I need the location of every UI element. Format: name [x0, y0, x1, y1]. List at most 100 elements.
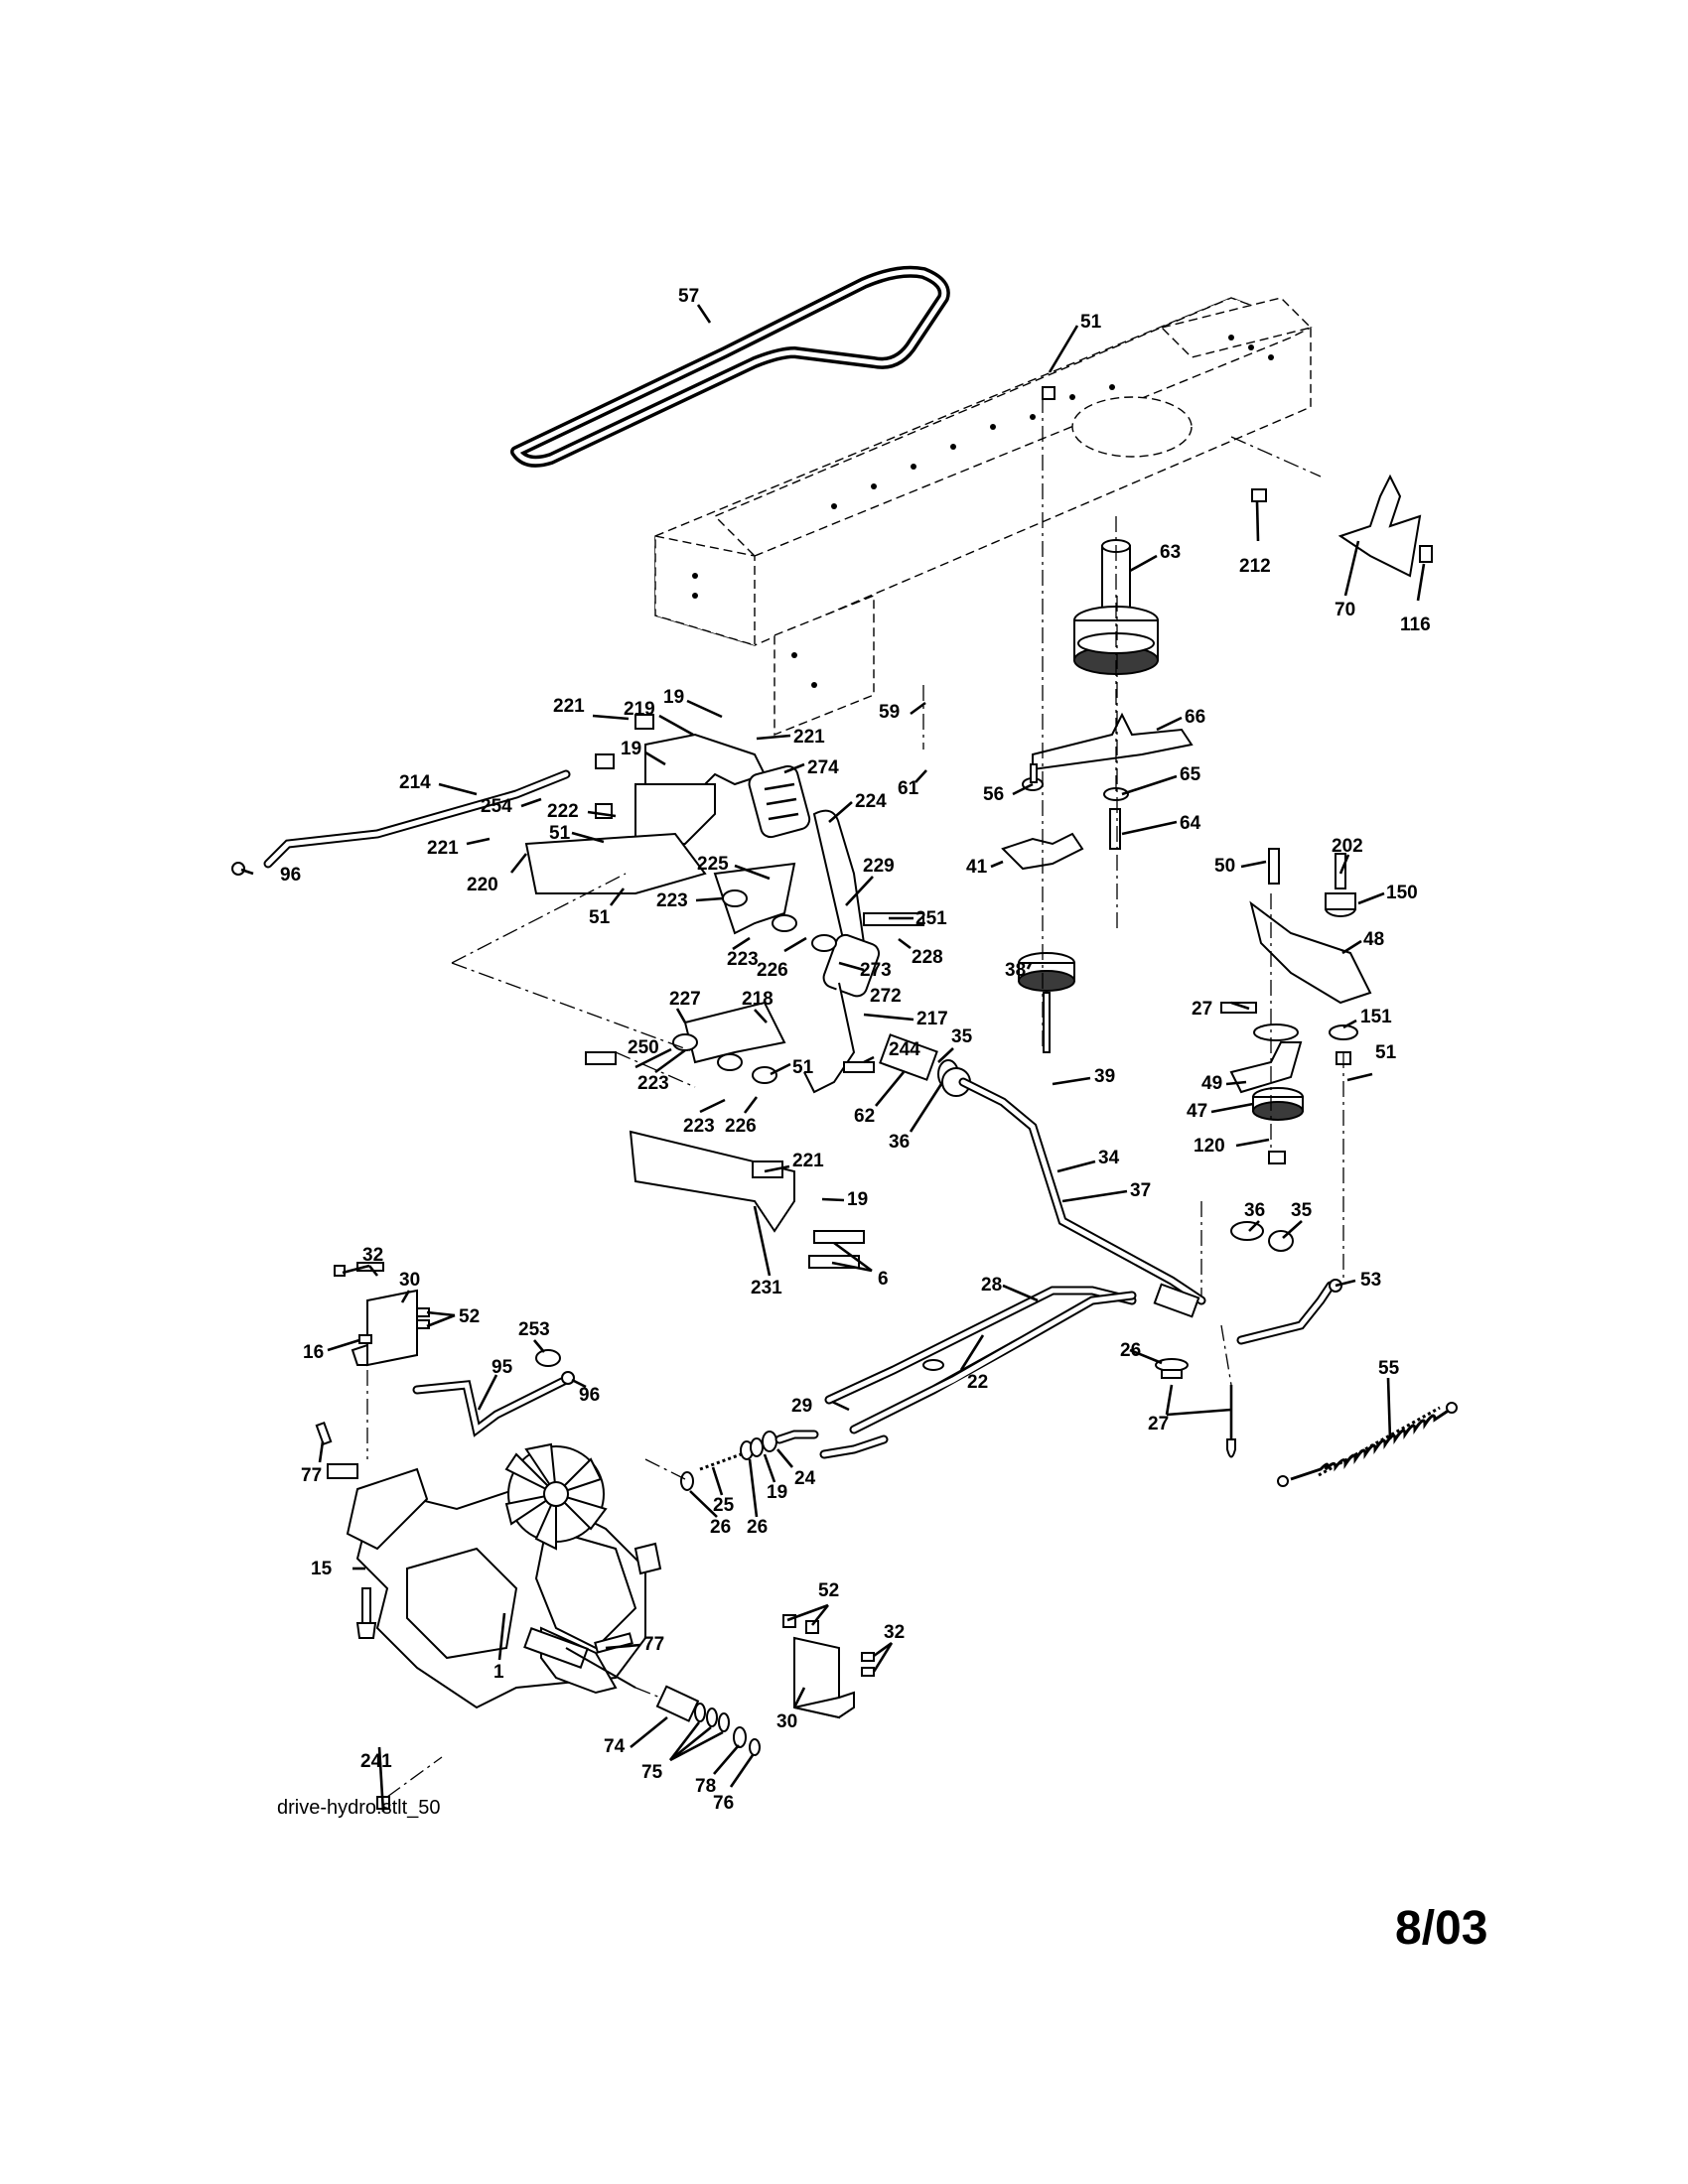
callout-219: 219: [624, 699, 655, 720]
callout-202: 202: [1332, 836, 1363, 857]
left-mount-bracket: [315, 1262, 575, 1446]
pedal-assemblies: [672, 764, 924, 1094]
callout-221: 221: [792, 1151, 824, 1171]
callout-51: 51: [1375, 1042, 1397, 1063]
callout-27: 27: [1148, 1414, 1169, 1434]
callout-96: 96: [579, 1385, 600, 1406]
callout-75: 75: [641, 1762, 663, 1783]
callout-218: 218: [742, 989, 774, 1010]
callout-30: 30: [776, 1711, 797, 1732]
callout-35: 35: [1291, 1200, 1313, 1221]
callout-231: 231: [751, 1278, 782, 1298]
callout-50: 50: [1214, 856, 1235, 877]
control-shaft: [879, 1033, 1342, 1345]
callout-26: 26: [710, 1517, 731, 1538]
callout-223: 223: [727, 949, 759, 970]
right-mount-bracket: [782, 1614, 875, 1719]
callout-221: 221: [427, 838, 459, 859]
callout-19: 19: [847, 1189, 868, 1210]
callout-253: 253: [518, 1319, 550, 1340]
callout-19: 19: [767, 1482, 787, 1503]
drive-belt: [510, 265, 950, 468]
callout-212: 212: [1239, 556, 1271, 577]
callout-51: 51: [1080, 312, 1102, 333]
callout-26: 26: [1120, 1340, 1141, 1361]
control-spring-assembly: [680, 1430, 819, 1491]
callout-27: 27: [1192, 999, 1212, 1020]
callout-24: 24: [794, 1468, 816, 1489]
date-stamp: 8/03: [1395, 1902, 1488, 1955]
callout-229: 229: [863, 856, 895, 877]
callout-226: 226: [757, 960, 788, 981]
callout-250: 250: [628, 1037, 659, 1058]
callout-37: 37: [1130, 1180, 1151, 1201]
callout-223: 223: [637, 1073, 669, 1094]
callout-56: 56: [983, 784, 1004, 805]
callout-65: 65: [1180, 764, 1201, 785]
frame-hardware: [1042, 386, 1433, 578]
callout-6: 6: [878, 1269, 889, 1290]
callout-77: 77: [643, 1634, 664, 1655]
callout-241: 241: [360, 1751, 392, 1772]
callout-226: 226: [725, 1116, 757, 1137]
callout-57: 57: [678, 286, 699, 307]
idler-arm: [1220, 848, 1372, 1164]
callout-96: 96: [280, 865, 301, 886]
tension-spring: [1277, 1402, 1458, 1487]
linkage-rods: [819, 1286, 1236, 1459]
callout-19: 19: [663, 687, 684, 708]
callout-labels: 57 51 63 212 70 116 19 221 219 221 59 66…: [280, 286, 1431, 1814]
callout-64: 64: [1180, 813, 1201, 834]
callout-41: 41: [966, 857, 988, 878]
callout-32: 32: [362, 1245, 383, 1266]
callout-244: 244: [889, 1039, 920, 1060]
callout-77: 77: [301, 1465, 322, 1486]
callout-30: 30: [399, 1270, 420, 1291]
callout-29: 29: [791, 1396, 812, 1417]
callout-225: 225: [697, 854, 729, 875]
callout-228: 228: [912, 947, 943, 968]
callout-273: 273: [860, 960, 892, 981]
callout-217: 217: [916, 1009, 948, 1029]
callout-51: 51: [589, 907, 611, 928]
callout-221: 221: [793, 727, 825, 748]
callout-16: 16: [303, 1342, 324, 1363]
callout-59: 59: [879, 702, 900, 723]
callout-63: 63: [1160, 542, 1181, 563]
callout-34: 34: [1098, 1148, 1120, 1168]
callout-26: 26: [747, 1517, 768, 1538]
callout-120: 120: [1194, 1136, 1225, 1157]
callout-35: 35: [951, 1026, 973, 1047]
callout-254: 254: [481, 796, 512, 817]
callout-25: 25: [713, 1495, 735, 1516]
callout-39: 39: [1094, 1066, 1115, 1087]
brake-pedal-bracket: [524, 714, 767, 894]
axle-hardware: [376, 1685, 761, 1810]
callout-52: 52: [459, 1306, 480, 1327]
callout-220: 220: [467, 875, 498, 895]
callout-19: 19: [621, 739, 641, 759]
callout-151: 151: [1360, 1007, 1392, 1027]
callout-221: 221: [553, 696, 585, 717]
callout-51: 51: [792, 1057, 814, 1078]
brake-rod: [231, 769, 571, 876]
callout-223: 223: [683, 1116, 715, 1137]
callout-74: 74: [604, 1736, 626, 1757]
callout-251: 251: [915, 908, 947, 929]
callout-76: 76: [713, 1793, 734, 1814]
callout-227: 227: [669, 989, 701, 1010]
callout-47: 47: [1187, 1101, 1207, 1122]
callout-223: 223: [656, 890, 688, 911]
callout-38: 38: [1005, 960, 1026, 981]
callout-32: 32: [884, 1622, 905, 1643]
callout-15: 15: [311, 1559, 333, 1579]
callout-66: 66: [1185, 707, 1205, 728]
callout-62: 62: [854, 1106, 875, 1127]
callout-48: 48: [1363, 929, 1384, 950]
callout-78: 78: [695, 1776, 716, 1797]
callout-214: 214: [399, 772, 431, 793]
callout-36: 36: [889, 1132, 910, 1153]
callout-49: 49: [1201, 1073, 1222, 1094]
callout-1: 1: [493, 1662, 504, 1683]
